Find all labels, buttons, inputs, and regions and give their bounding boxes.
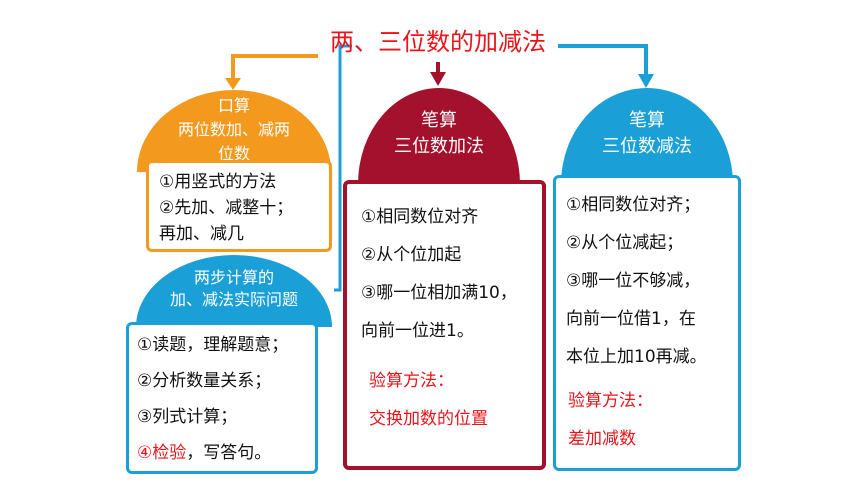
written-add-item: ②从个位加起 — [361, 245, 462, 265]
word-problems-item: ②分析数量关系； — [137, 371, 272, 391]
written-sub-item: ③哪一位不够减， — [566, 271, 701, 291]
page-title: 两、三位数的加减法 — [330, 28, 546, 56]
word-problems-heading-dome: 两步计算的 加、减法实际问题 — [136, 255, 332, 327]
mental-heading-line1: 口算 — [217, 96, 250, 115]
written-sub-check-label: 验算方法： — [568, 391, 653, 411]
written-add-heading-line2: 三位数加法 — [394, 136, 484, 157]
written-add-item: ③哪一位相加满10， — [361, 283, 517, 303]
word-problems-last-number: ④ — [137, 443, 153, 463]
written-sub-heading-line2: 三位数减法 — [602, 136, 692, 157]
written-add-heading-line1: 笔算 — [421, 110, 457, 131]
written-add-check-label: 验算方法： — [369, 371, 454, 391]
word-problems-check-keyword: 检验 — [152, 443, 187, 463]
red-arrowhead — [430, 72, 446, 86]
mental-heading-line2: 两位数加、减两 — [177, 120, 290, 139]
written-add-item: 向前一位进1。 — [361, 321, 474, 341]
word-problems-heading-line1: 两步计算的 — [193, 268, 274, 287]
written-sub-heading-line1: 笔算 — [629, 110, 665, 131]
orange-arrowhead — [225, 78, 241, 90]
written-add-check-value: 交换加数的位置 — [369, 409, 488, 429]
orange-connector — [231, 54, 318, 80]
written-add-item: ①相同数位对齐 — [361, 207, 479, 227]
mental-item: 再加、减几 — [159, 224, 244, 244]
mental-heading-dome: 口算 两位数加、减两 位数 — [137, 90, 331, 172]
word-problems-last-rest: ，写答句。 — [186, 443, 272, 463]
word-problems-item-last: ④检验，写答句。 — [137, 435, 307, 471]
mental-box: ①用竖式的方法 ②先加、减整十； 再加、减几 — [146, 160, 332, 252]
mental-heading-line3: 位数 — [217, 144, 250, 163]
written-sub-item: 向前一位借1，在 — [566, 309, 696, 329]
written-add-box: ①相同数位对齐 ②从个位加起 ③哪一位相加满10， 向前一位进1。 验算方法： … — [343, 180, 546, 470]
written-sub-item: 本位上加10再减。 — [566, 347, 707, 367]
word-problems-heading-line2: 加、减法实际问题 — [169, 290, 298, 309]
word-problems-item: ③列式计算； — [137, 407, 238, 427]
written-sub-item: ①相同数位对齐； — [566, 195, 701, 215]
blue-arrowhead-right — [638, 74, 654, 88]
written-sub-item: ②从个位减起； — [566, 233, 684, 253]
blue-connector-left — [334, 44, 352, 292]
written-sub-box: ①相同数位对齐； ②从个位减起； ③哪一位不够减， 向前一位借1，在 本位上加1… — [553, 175, 741, 471]
word-problems-item: ①读题，理解题意； — [137, 335, 289, 355]
mental-item: ①用竖式的方法 — [159, 172, 277, 192]
written-sub-check-value: 差加减数 — [568, 429, 636, 449]
blue-connector-right — [558, 44, 648, 76]
word-problems-box: ①读题，理解题意； ②分析数量关系； ③列式计算； ④检验，写答句。 — [126, 322, 318, 474]
mental-item: ②先加、减整十； — [159, 198, 294, 218]
